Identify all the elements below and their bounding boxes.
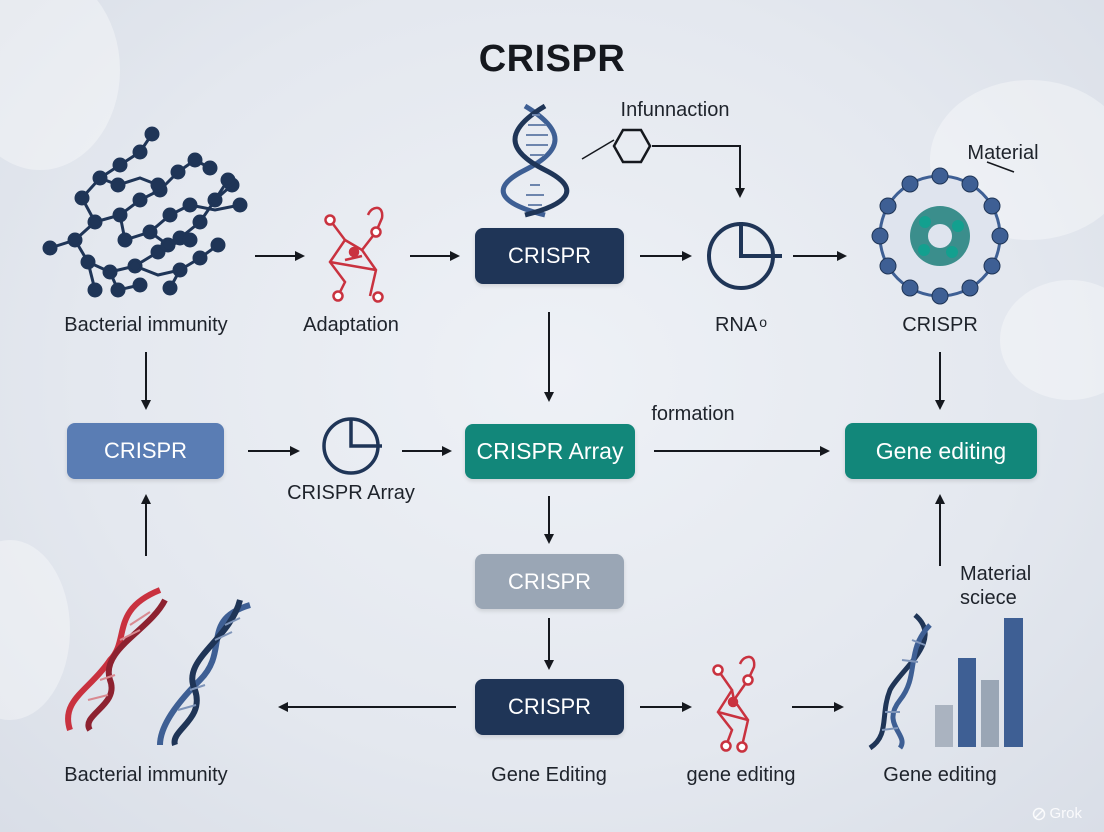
hexagon-icon <box>612 128 652 164</box>
label-gene-editing-right: Gene editing <box>883 764 997 786</box>
grok-logo-icon <box>1032 807 1046 821</box>
gene-editing-box: Gene editing <box>845 423 1037 479</box>
red-molecule-icon-bottom <box>712 655 756 753</box>
label-material-science: Material sciece <box>960 562 1031 610</box>
background-blob <box>1000 280 1104 400</box>
molecule-network-icon <box>42 126 248 298</box>
label-bacterial-immunity-bottom: Bacterial immunity <box>64 764 228 786</box>
dna-pair-icon <box>65 587 251 746</box>
crispr-box-top: CRISPR <box>475 228 624 284</box>
material-pointer-line <box>986 161 1015 173</box>
dna-helix-icon <box>500 103 570 218</box>
label-material-top: Material <box>967 142 1039 164</box>
crispr-box-left: CRISPR <box>67 423 224 479</box>
label-gene-editing-lower: gene editing <box>686 764 796 786</box>
label-formation: formation <box>651 403 735 425</box>
watermark: Grok <box>1049 805 1082 822</box>
bar-chart-icon <box>868 613 1023 751</box>
label-adaptation: Adaptation <box>303 314 399 336</box>
arrow-hexagon-to-rna <box>652 145 745 198</box>
cell-ring-icon <box>871 167 1009 305</box>
label-infunnaction: Infunnaction <box>620 99 730 121</box>
label-gene-editing-caps: Gene Editing <box>491 764 607 786</box>
crispr-array-box: CRISPR Array <box>465 424 635 479</box>
degree-symbol-icon: o <box>759 314 768 330</box>
red-molecule-icon <box>324 206 384 303</box>
crispr-box-gray: CRISPR <box>475 554 624 609</box>
material-science-line2: sciece <box>960 587 1017 609</box>
clock-icon <box>707 222 782 290</box>
material-science-line1: Material <box>960 563 1032 585</box>
clock-icon-small <box>322 417 382 475</box>
crispr-box-bottom: CRISPR <box>475 679 624 735</box>
hexagon-pointer-line <box>581 139 615 160</box>
label-crispr-right: CRISPR <box>902 314 978 336</box>
label-crispr-array-small: CRISPR Array <box>287 482 415 504</box>
diagram-title: CRISPR <box>478 38 626 80</box>
label-bacterial-immunity-top: Bacterial immunity <box>64 314 228 336</box>
